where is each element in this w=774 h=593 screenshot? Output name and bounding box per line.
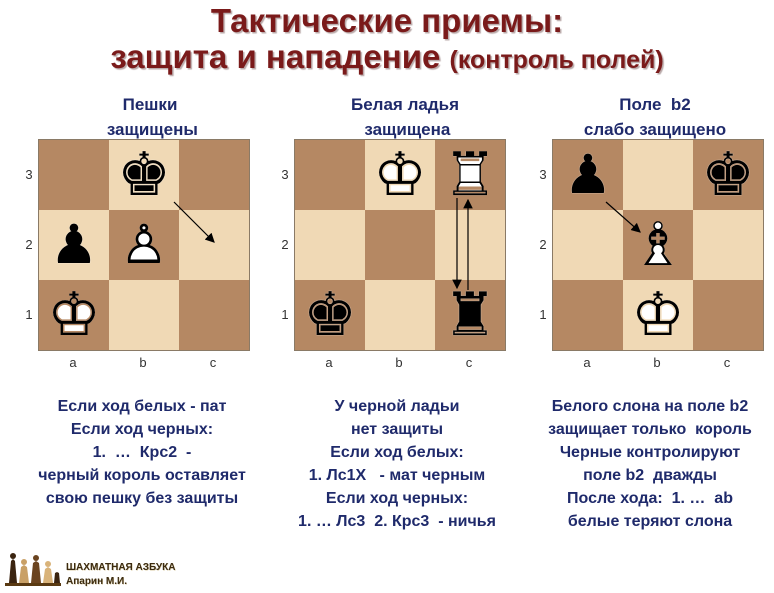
square-b1 — [365, 280, 435, 350]
arrow-pawn-to-b2 — [605, 201, 641, 233]
chess-pieces-logo — [5, 547, 61, 592]
square-b2 — [109, 210, 179, 280]
square-c1 — [435, 280, 505, 350]
black-pawn-icon: ♟ — [563, 143, 613, 206]
chess-board-1: ♚ ♟ ♟♙ ♚♔ — [38, 139, 250, 351]
arrow-king-to-c2 — [173, 201, 215, 243]
footer-author: Апарин М.И. — [66, 576, 127, 587]
square-a2 — [39, 210, 109, 280]
rank-label: 1 — [25, 307, 33, 322]
footer-credit: ШАХМАТНАЯ АЗБУКА Апарин М.И. — [66, 561, 175, 589]
board-3-explanation: Белого слона на поле b2 защищает только … — [548, 398, 752, 530]
board-1-explanation: Если ход белых - пат Если ход черных: 1.… — [38, 398, 246, 507]
black-king-icon: ♚ — [701, 140, 755, 210]
subtitle-main: защита и нападение — [110, 38, 441, 75]
file-label: c — [723, 355, 731, 370]
rank-label: 2 — [539, 237, 547, 252]
square-c1 — [693, 280, 763, 350]
board-3-caption: Поле b2 слабо защищено — [583, 95, 727, 139]
square-c2 — [179, 210, 249, 280]
square-a2 — [553, 210, 623, 280]
rank-label: 3 — [281, 167, 289, 182]
square-a3 — [295, 140, 365, 210]
white-king-icon: ♚♔ — [373, 140, 427, 210]
file-label: a — [583, 355, 591, 370]
black-king-icon: ♚ — [117, 140, 171, 210]
file-label: b — [395, 355, 403, 370]
square-c2 — [435, 210, 505, 280]
board-2-caption: Белая ладья защищена — [351, 95, 459, 139]
rank-label: 1 — [539, 307, 547, 322]
square-c1 — [179, 280, 249, 350]
rank-label: 2 — [25, 237, 33, 252]
file-label: b — [653, 355, 661, 370]
white-king-icon: ♚♔ — [631, 280, 685, 350]
square-b3 — [365, 140, 435, 210]
square-c3 — [179, 140, 249, 210]
square-b3 — [623, 140, 693, 210]
square-a3 — [39, 140, 109, 210]
file-label: a — [69, 355, 77, 370]
square-b3 — [109, 140, 179, 210]
white-rook-icon: ♜♖ — [443, 140, 497, 210]
footer-series: ШАХМАТНАЯ АЗБУКА — [66, 562, 176, 573]
black-king-icon: ♚ — [303, 280, 357, 350]
square-a3 — [553, 140, 623, 210]
square-a2 — [295, 210, 365, 280]
square-b1 — [623, 280, 693, 350]
board-2-explanation: У черной ладьи нет защиты Если ход белых… — [298, 398, 496, 530]
square-a1 — [295, 280, 365, 350]
page-title: Тактические приемы: — [210, 2, 564, 39]
square-c3 — [435, 140, 505, 210]
black-pawn-icon: ♟ — [49, 213, 99, 276]
file-label: c — [465, 355, 473, 370]
square-c2 — [693, 210, 763, 280]
chess-board-2: ♚♔♜♖ ♚ ♜ — [294, 139, 506, 351]
black-rook-icon: ♜ — [443, 280, 497, 350]
file-label: b — [139, 355, 147, 370]
square-b1 — [109, 280, 179, 350]
page-subtitle: защита и нападение (контроль полей) — [0, 38, 774, 76]
rank-label: 3 — [539, 167, 547, 182]
rank-label: 3 — [25, 167, 33, 182]
file-label: a — [325, 355, 333, 370]
square-b2 — [365, 210, 435, 280]
chess-board-3: ♟♚♝♗♚♔ — [552, 139, 764, 351]
square-b2 — [623, 210, 693, 280]
board-1-caption: Пешки защищены — [106, 95, 198, 139]
subtitle-note: (контроль полей) — [449, 46, 664, 74]
white-king-icon: ♚♔ — [47, 280, 101, 350]
rank-label: 1 — [281, 307, 289, 322]
square-a1 — [39, 280, 109, 350]
rank-label: 2 — [281, 237, 289, 252]
file-label: c — [209, 355, 217, 370]
white-pawn-icon: ♟♙ — [119, 213, 169, 276]
square-c3 — [693, 140, 763, 210]
square-a1 — [553, 280, 623, 350]
